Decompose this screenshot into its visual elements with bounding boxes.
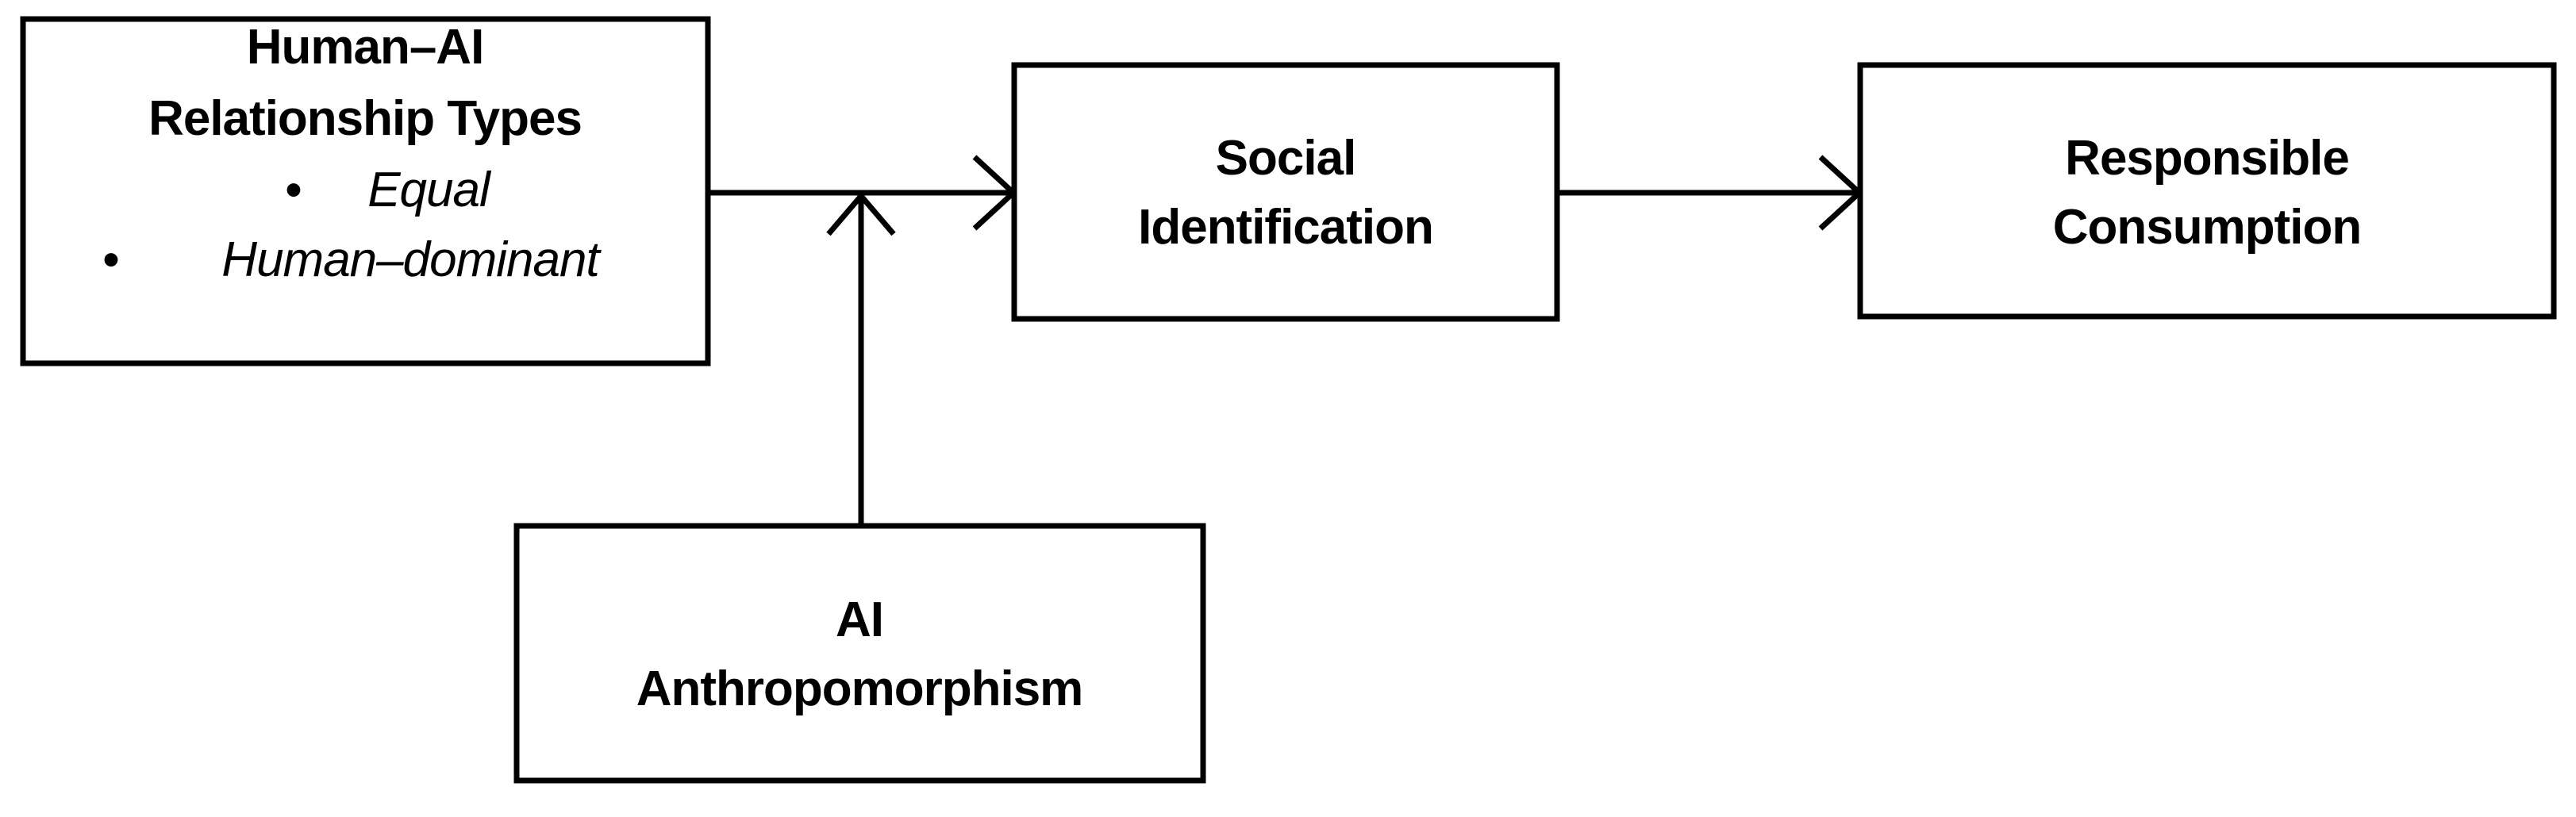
social-identification-line1: Social — [1216, 131, 1356, 186]
node-responsible-consumption-box[interactable] — [1857, 62, 2557, 320]
connector-ai-anthropomorphism-moderator — [826, 191, 896, 526]
bullet-marker-icon-1: • — [102, 232, 120, 287]
node-relationship-types-box[interactable] — [20, 16, 711, 366]
connector-social-identification-to-responsible-consumption — [1557, 155, 1864, 231]
relationship-types-bullet-label-1: Human–dominant — [221, 232, 602, 287]
node-social-identification-box[interactable] — [1011, 62, 1560, 322]
bullet-marker-icon-0: • — [285, 163, 302, 217]
node-social-identification[interactable]: Social Identification — [1011, 62, 1560, 322]
node-ai-anthropomorphism[interactable]: AI Anthropomorphism — [513, 523, 1206, 784]
relationship-types-bullet-item-1: • Human–dominant — [102, 232, 602, 287]
relationship-types-bullet-label-0: Equal — [367, 163, 492, 217]
responsible-consumption-line2: Consumption — [2053, 200, 2362, 255]
ai-anthropomorphism-line1: AI — [836, 593, 883, 647]
node-ai-anthropomorphism-box[interactable] — [513, 523, 1206, 784]
social-identification-line2: Identification — [1138, 200, 1433, 255]
arrowhead-up — [826, 191, 896, 236]
relationship-types-bullet-item-0: • Equal — [285, 163, 493, 217]
node-responsible-consumption[interactable]: Responsible Consumption — [1857, 62, 2557, 320]
responsible-consumption-line1: Responsible — [2065, 131, 2349, 186]
ai-anthropomorphism-line2: Anthropomorphism — [636, 662, 1083, 716]
relationship-types-title-line2: Relationship Types — [148, 91, 582, 146]
node-relationship-types[interactable]: Human–AI Relationship Types • Equal • Hu… — [20, 16, 711, 366]
relationship-types-title-line1: Human–AI — [247, 20, 484, 75]
